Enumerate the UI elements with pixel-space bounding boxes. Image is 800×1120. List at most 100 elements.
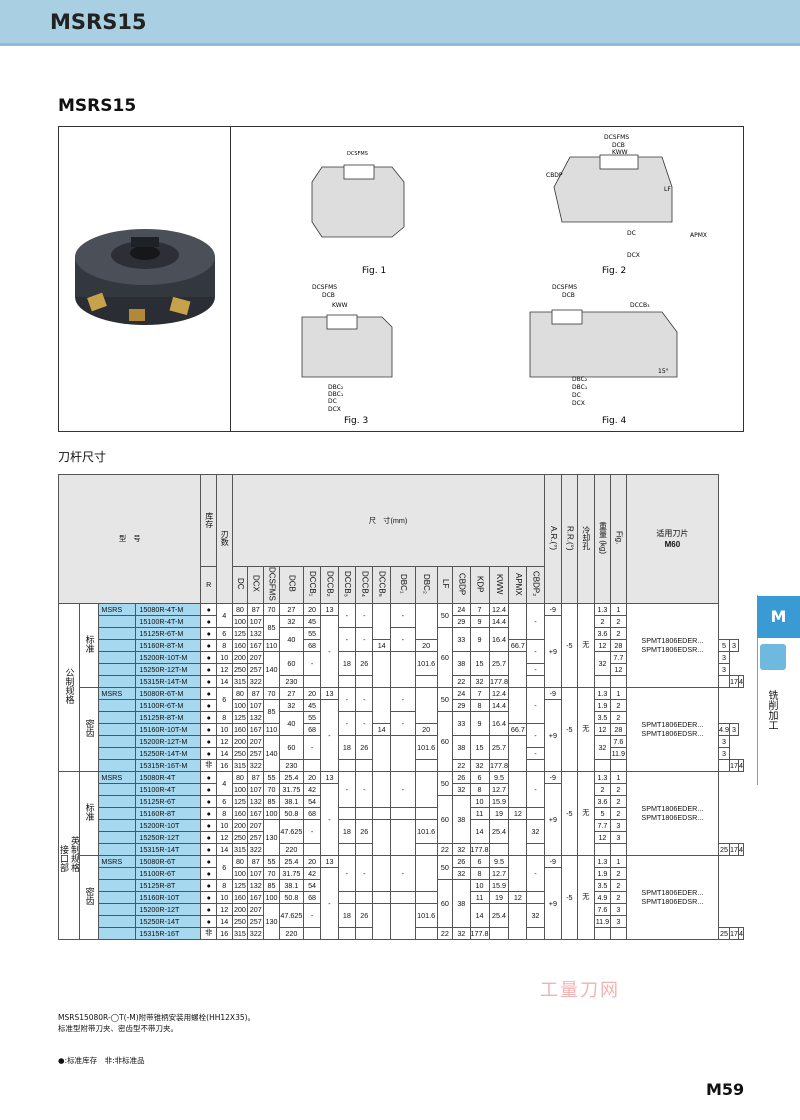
- dimension-drawings: Fig. 1 Fig. 2 Fig. 3 Fig. 4 DCSFMS DCSFM…: [301, 134, 707, 426]
- table-cell: 12: [216, 902, 233, 916]
- table-cell: 40: [278, 710, 304, 736]
- table-cell: 12: [508, 806, 528, 820]
- table-cell: 140: [263, 734, 280, 772]
- h-stock: 库存: [200, 474, 218, 567]
- table-cell: 60: [436, 626, 454, 688]
- table-cell: 70: [263, 782, 280, 796]
- table-cell: 12: [594, 722, 611, 736]
- table-cell: 85: [263, 878, 280, 892]
- table-cell: [526, 806, 545, 820]
- table-cell: 50.8: [278, 806, 304, 820]
- table-cell: ●: [200, 650, 218, 664]
- model-cell: 15200R-12T: [135, 902, 202, 916]
- table-cell: [508, 602, 528, 640]
- table-cell: [98, 698, 137, 712]
- table-cell: 20: [414, 638, 438, 652]
- table-cell: 3: [609, 902, 627, 916]
- table-cell: 25.4: [278, 770, 304, 784]
- table-cell: 2: [594, 782, 611, 796]
- table-cell: +9: [543, 698, 563, 772]
- spec-table-wrap: 型 号 库存 刃数 尺 寸(mm) A.R.(°) R.R.(°) 冷却孔 重量…: [58, 474, 744, 1012]
- table-cell: 25.4: [488, 902, 510, 928]
- table-cell: [508, 902, 528, 940]
- table-cell: 132: [247, 794, 265, 808]
- table-cell: ●: [200, 782, 218, 796]
- side-tab-m[interactable]: M: [757, 596, 800, 638]
- table-cell: [355, 890, 374, 904]
- dim-dcx-2: DCX: [627, 252, 640, 259]
- table-cell: -: [337, 770, 357, 808]
- table-cell: 315: [231, 926, 249, 940]
- model-cell: 15200R-10T-M: [135, 650, 202, 664]
- table-cell: 132: [247, 878, 265, 892]
- table-cell: 257: [247, 830, 265, 844]
- table-cell: 26: [452, 770, 471, 784]
- table-cell: 322: [247, 842, 265, 856]
- table-cell: 25.4: [488, 818, 510, 844]
- table-cell: [526, 890, 545, 904]
- table-cell: 250: [231, 830, 249, 844]
- table-cell: 12: [508, 890, 528, 904]
- table-cell: ●: [200, 854, 218, 868]
- grp-metric: 公制规格: [58, 602, 80, 772]
- table-cell: -: [337, 710, 357, 736]
- table-cell: [98, 782, 137, 796]
- table-cell: 12.7: [488, 866, 510, 880]
- table-cell: -: [302, 734, 322, 760]
- table-cell: 167: [247, 890, 265, 904]
- table-cell: 55: [263, 770, 280, 784]
- table-cell: -: [320, 782, 339, 856]
- table-cell: 2: [609, 614, 627, 628]
- table-cell: 207: [247, 818, 265, 832]
- table-cell: 207: [247, 902, 265, 916]
- dim-cbdp-2: CBDP: [546, 172, 563, 179]
- table-cell: 140: [263, 650, 280, 688]
- table-cell: 19: [488, 806, 510, 820]
- table-cell: [98, 878, 137, 892]
- table-cell: -9: [543, 602, 563, 616]
- col-dccb4: DCCB₄: [355, 566, 374, 604]
- table-cell: 无: [576, 770, 596, 856]
- model-cell: 15125R-8T-M: [135, 710, 202, 724]
- model-cell: 15250R-12T: [135, 830, 202, 844]
- side-tab-text: 铣削加工: [766, 690, 777, 730]
- table-cell: 6: [216, 794, 233, 808]
- table-cell: MSRS: [98, 686, 137, 700]
- model-cell: 15160R-8T-M: [135, 638, 202, 652]
- table-cell: 4.9: [594, 890, 611, 904]
- table-cell: [488, 842, 510, 856]
- table-cell: 200: [231, 650, 249, 664]
- table-cell: 160: [231, 806, 249, 820]
- table-cell: 160: [231, 638, 249, 652]
- table-cell: 32: [526, 902, 545, 928]
- table-cell: [372, 650, 391, 688]
- table-cell: 27: [278, 602, 304, 616]
- product-photo-cell: [59, 127, 231, 431]
- table-cell: [372, 602, 391, 640]
- table-cell: 32: [452, 782, 471, 796]
- table-cell: [718, 758, 730, 772]
- table-cell: ●: [200, 902, 218, 916]
- table-cell: 29: [452, 614, 471, 628]
- table-cell: 24: [452, 686, 471, 700]
- table-cell: 107: [247, 782, 265, 796]
- col-dc: DC: [231, 566, 249, 604]
- model-cell: 15100R-4T-M: [135, 614, 202, 628]
- table-cell: 50: [436, 602, 454, 628]
- table-cell: ●: [200, 698, 218, 712]
- sub-dense-2: 密齿: [78, 854, 100, 940]
- table-cell: 9: [469, 614, 490, 628]
- col-dccb2: DCCB₂: [320, 566, 339, 604]
- table-cell: 230: [278, 674, 304, 688]
- table-cell: 3: [718, 746, 730, 760]
- table-cell: 15.9: [488, 878, 510, 892]
- table-cell: 68: [302, 722, 322, 736]
- table-cell: 33: [452, 710, 471, 736]
- table-cell: 32: [452, 866, 471, 880]
- table-cell: 14: [469, 902, 490, 928]
- table-cell: 4.9: [718, 722, 730, 736]
- table-cell: 1: [609, 686, 627, 700]
